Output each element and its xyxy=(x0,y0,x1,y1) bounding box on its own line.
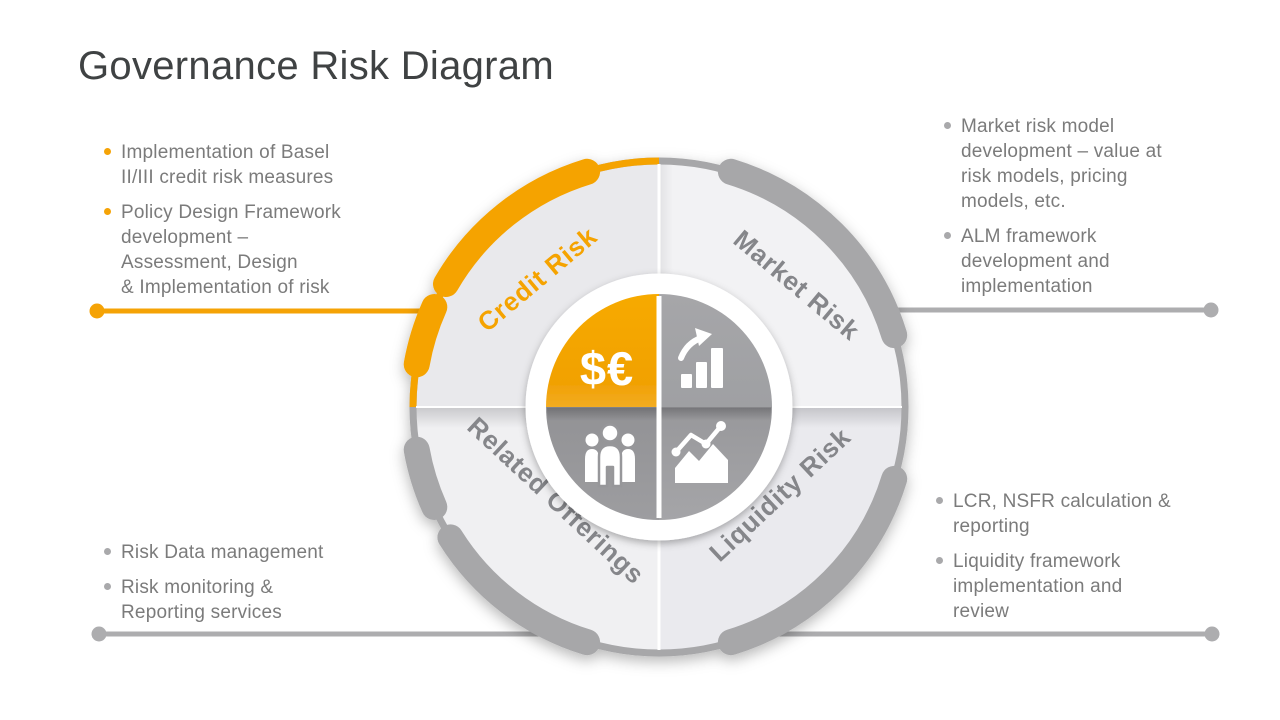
segment-arc-liquidity xyxy=(717,465,908,656)
bullet-icon xyxy=(944,232,951,239)
callout-text: Liquidity framework implementation and r… xyxy=(953,551,1123,622)
callout-connectors xyxy=(89,302,1220,642)
bullet-icon xyxy=(104,548,111,555)
callout-text: ALM framework development and implementa… xyxy=(961,226,1110,297)
people-team-icon xyxy=(585,423,635,488)
connector-dot-market xyxy=(1203,302,1219,318)
list-item: Risk Data management xyxy=(104,540,394,565)
callout-text: Market risk model development – value at… xyxy=(961,116,1162,212)
bullet-icon xyxy=(936,497,943,504)
callout-market-risk: Market risk model development – value at… xyxy=(944,114,1234,299)
connector-dot-related xyxy=(91,626,107,642)
callout-text: LCR, NSFR calculation & reporting xyxy=(953,491,1171,537)
hub-white-ring xyxy=(525,273,793,541)
risk-wheel: Credit Risk Market Risk Related Offering… xyxy=(403,157,909,657)
hub: $€ xyxy=(546,294,772,520)
bullet-icon xyxy=(936,557,943,564)
callout-liquidity-risk: LCR, NSFR calculation & reporting Liquid… xyxy=(936,489,1236,624)
callout-text: Policy Design Framework development – As… xyxy=(121,202,341,298)
callout-text: Risk monitoring & Reporting services xyxy=(121,577,282,623)
list-item: Policy Design Framework development – As… xyxy=(104,200,394,300)
callout-related-offerings: Risk Data management Risk monitoring & R… xyxy=(104,540,394,625)
segment-arc-related xyxy=(437,524,601,656)
list-item: Liquidity framework implementation and r… xyxy=(936,549,1236,624)
bullet-icon xyxy=(104,208,111,215)
bullet-icon xyxy=(104,148,111,155)
list-item: Implementation of Basel II/III credit ri… xyxy=(104,140,394,190)
segment-arc-related-cap xyxy=(403,436,448,520)
list-item: Market risk model development – value at… xyxy=(944,114,1234,214)
bullet-icon xyxy=(104,583,111,590)
segment-arc-market xyxy=(717,158,908,349)
hub-quadrant-credit xyxy=(546,294,659,407)
list-item: ALM framework development and implementa… xyxy=(944,224,1234,299)
callout-text: Risk Data management xyxy=(121,542,324,563)
list-item: LCR, NSFR calculation & reporting xyxy=(936,489,1236,539)
connector-dot-credit xyxy=(89,303,105,319)
bullet-icon xyxy=(944,122,951,129)
page-title: Governance Risk Diagram xyxy=(78,44,554,88)
segment-arc-credit xyxy=(433,158,601,297)
bar-chart-growth-icon xyxy=(678,328,723,388)
dollar-euro-icon: $€ xyxy=(580,342,634,395)
callout-text: Implementation of Basel II/III credit ri… xyxy=(121,142,334,188)
segment-arc-credit-cap xyxy=(403,294,448,378)
list-item: Risk monitoring & Reporting services xyxy=(104,575,394,625)
connector-dot-liquidity xyxy=(1204,626,1220,642)
trend-line-area-icon xyxy=(671,421,728,483)
callout-credit-risk: Implementation of Basel II/III credit ri… xyxy=(104,140,394,300)
